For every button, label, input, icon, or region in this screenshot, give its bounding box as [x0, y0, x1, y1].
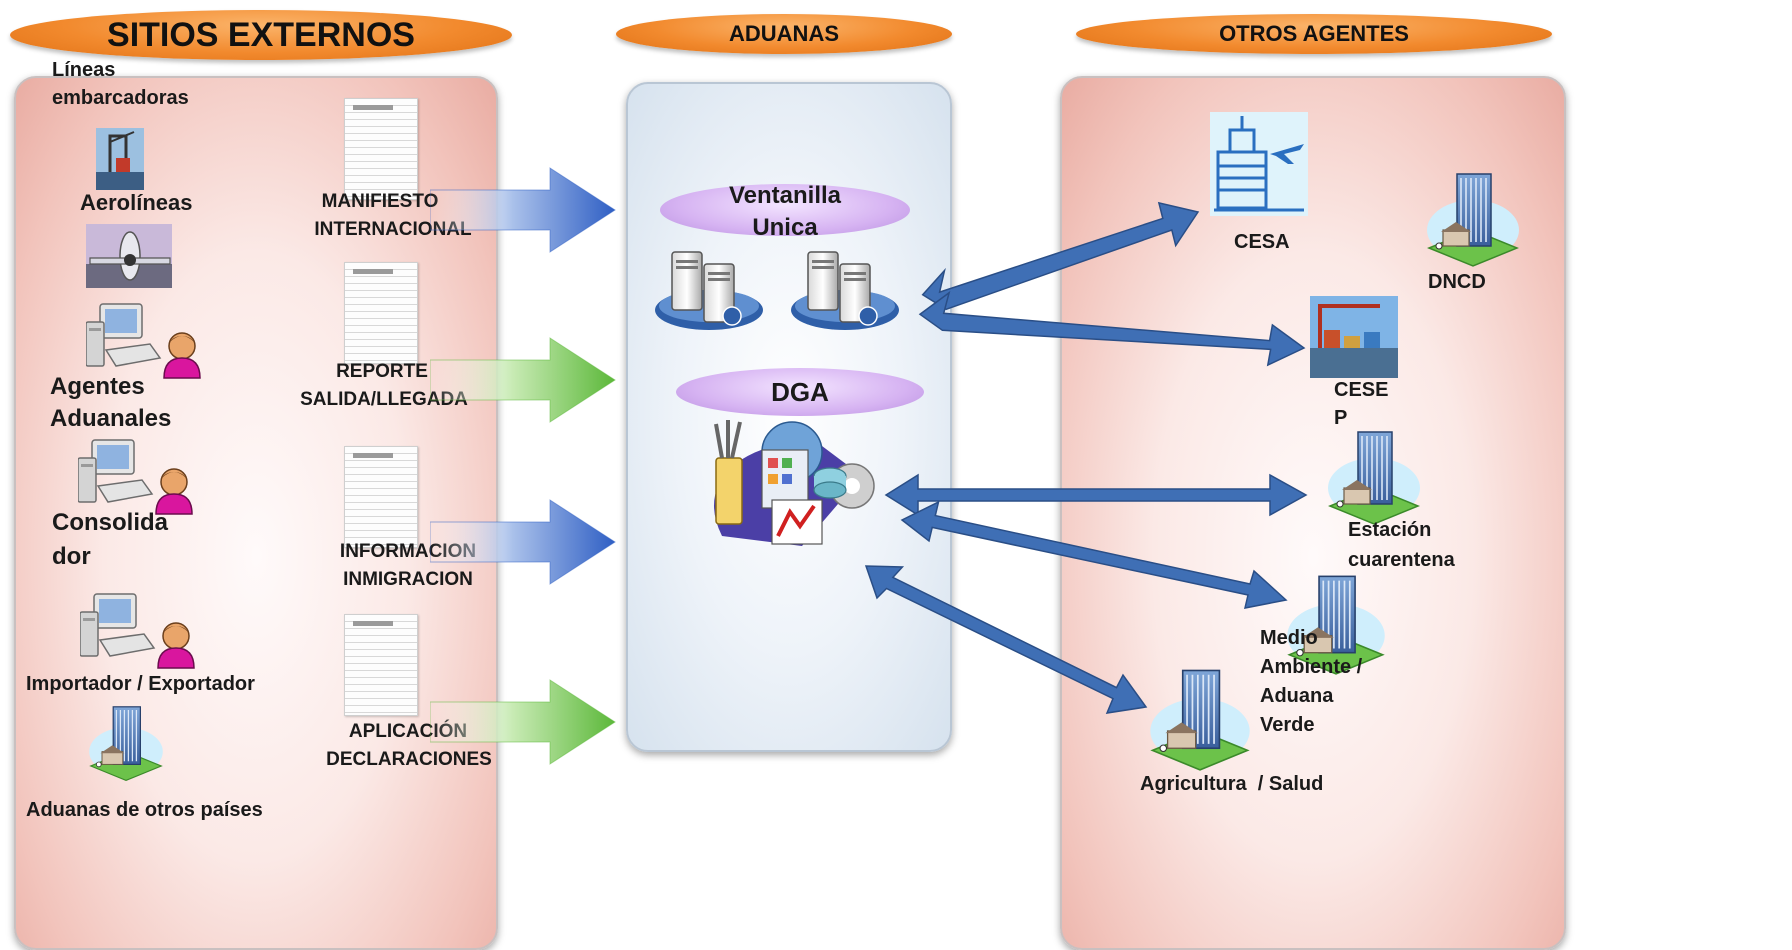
arrow-manifiesto	[430, 167, 616, 253]
header-otros-agentes: OTROS AGENTES	[1076, 14, 1552, 54]
arrow-aplicacion	[430, 679, 616, 765]
server-icon	[654, 251, 764, 331]
pill-ventanilla-unica	[660, 184, 910, 236]
label-agentes-aduanales-1: Agentes	[50, 373, 145, 400]
label-estacion: Estación	[1348, 519, 1432, 541]
label-dga: DGA	[771, 377, 829, 407]
double-arrow-agricultura	[864, 565, 1148, 714]
computer-user-icon	[78, 439, 193, 515]
label-medio-ambiente-4: Verde	[1260, 714, 1315, 736]
label-consolidador-2: dor	[52, 543, 91, 570]
label-manifiesto-1: MANIFIESTO	[321, 191, 439, 212]
building-icon	[1426, 173, 1520, 267]
label-aplicacion-2: DECLARACIONES	[326, 749, 492, 770]
label-cesep-1: CESE	[1334, 379, 1389, 401]
airplane-icon	[86, 224, 172, 288]
label-ventanilla: Ventanilla	[728, 182, 842, 209]
label-aerolineas: Aerolíneas	[80, 190, 193, 215]
airport-icon	[1210, 112, 1308, 216]
header-sitios-externos: SITIOS EXTERNOS	[10, 10, 512, 60]
document-icon	[344, 614, 418, 716]
label-informacion-2: INMIGRACION	[343, 569, 473, 590]
label-cesa: CESA	[1234, 231, 1290, 253]
double-arrow-cesep	[918, 290, 1306, 367]
label-consolidador-1: Consolida	[52, 509, 169, 536]
computer-user-icon	[86, 303, 201, 379]
pill-dga	[676, 368, 924, 416]
arrows-to-aduanas	[430, 167, 616, 765]
label-importador-exportador: Importador / Exportador	[26, 673, 255, 695]
document-icon	[344, 98, 418, 200]
building-icon	[1149, 669, 1251, 771]
label-medio-ambiente-2: Ambiente /	[1260, 656, 1363, 678]
double-arrow-estacion	[884, 473, 1308, 517]
label-cesep-2: P	[1334, 407, 1348, 429]
connector-arrows	[864, 201, 1308, 714]
arrow-informacion	[430, 499, 616, 585]
header-sitios-externos-label: SITIOS EXTERNOS	[107, 15, 415, 54]
building-icon	[1327, 431, 1421, 525]
header-otros-agentes-label: OTROS AGENTES	[1219, 21, 1409, 46]
port-container-icon	[1310, 296, 1398, 378]
computer-user-icon	[80, 593, 195, 669]
label-medio-ambiente-3: Aduana	[1260, 685, 1334, 707]
arrow-reporte	[430, 337, 616, 423]
label-lineas-embarcadoras: Líneas embarcadoras	[52, 59, 189, 109]
double-arrow-cesa	[921, 201, 1200, 311]
label-cuarentena: cuarentena	[1348, 549, 1455, 571]
label-reporte-1: REPORTE	[336, 361, 428, 382]
label-agentes-aduanales-2: Aduanales	[50, 405, 172, 432]
label-unica: Unica	[752, 214, 818, 241]
label-reporte-2: SALIDA/LLEGADA	[300, 389, 468, 410]
double-arrow-medio	[900, 500, 1288, 609]
header-aduanas-label: ADUANAS	[729, 21, 839, 46]
label-dncd: DNCD	[1428, 271, 1486, 293]
document-icon	[344, 262, 418, 364]
header-aduanas: ADUANAS	[616, 14, 952, 54]
tools-chart-icon	[714, 420, 875, 546]
document-icon	[344, 446, 418, 548]
label-aduanas-otros-paises: Aduanas de otros países	[26, 799, 263, 821]
label-agricultura-salud: Agricultura / Salud	[1140, 773, 1324, 795]
building-icon	[88, 706, 164, 782]
label-medio-ambiente-1: Medio	[1260, 627, 1318, 649]
ship-crane-icon	[96, 128, 144, 190]
